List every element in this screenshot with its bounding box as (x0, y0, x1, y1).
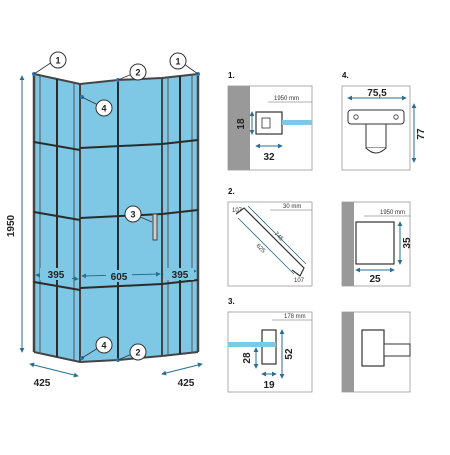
callout-1-right: 1 (169, 52, 199, 75)
svg-text:52: 52 (284, 348, 295, 360)
enclosure-drawing (32, 72, 200, 364)
svg-text:4: 4 (101, 104, 106, 114)
svg-text:3.: 3. (228, 297, 235, 306)
svg-text:4.: 4. (342, 71, 349, 80)
callout-1-left: 1 (33, 51, 67, 75)
svg-text:745: 745 (273, 231, 285, 243)
svg-text:25: 25 (369, 274, 381, 285)
svg-text:1: 1 (175, 57, 180, 67)
callout-2-top: 2 (117, 63, 147, 81)
svg-text:178 mm: 178 mm (284, 314, 306, 320)
svg-text:1950 mm: 1950 mm (274, 96, 299, 102)
svg-text:75,5: 75,5 (367, 88, 387, 99)
front-width-label: 605 (111, 272, 128, 283)
svg-text:625: 625 (255, 243, 267, 255)
svg-text:30 mm: 30 mm (283, 204, 301, 210)
svg-text:107: 107 (294, 278, 305, 284)
svg-text:1: 1 (55, 56, 60, 66)
svg-text:107: 107 (232, 208, 243, 214)
callout-4-top: 4 (81, 96, 113, 117)
svg-text:19: 19 (263, 380, 275, 391)
front-fixed-glass (156, 78, 162, 356)
height-label: 1950 (6, 214, 17, 237)
svg-text:1950 mm: 1950 mm (380, 210, 405, 216)
bottom-right-label: 425 (178, 378, 195, 389)
svg-text:77: 77 (416, 128, 427, 140)
side-left-label: 395 (48, 270, 65, 281)
svg-text:18: 18 (236, 118, 247, 130)
svg-text:35: 35 (402, 237, 413, 249)
detail-panel-6 (341, 311, 411, 393)
detail-panel-5: 1950 mm 35 25 (341, 201, 413, 287)
svg-text:32: 32 (263, 152, 275, 163)
side-right-label: 395 (172, 270, 189, 281)
svg-text:3: 3 (130, 210, 135, 220)
callout-4-bottom: 4 (81, 336, 113, 359)
svg-text:2.: 2. (228, 187, 235, 196)
svg-text:28: 28 (242, 352, 253, 364)
bottom-left-label: 425 (34, 378, 51, 389)
svg-text:2: 2 (135, 68, 140, 78)
detail-panel-4: 4. 75,5 77 (341, 71, 427, 171)
svg-text:4: 4 (101, 341, 106, 351)
detail-panel-3: 3. 178 mm 52 28 19 (227, 297, 313, 393)
svg-text:1.: 1. (228, 71, 235, 80)
callout-3-handle: 3 (124, 205, 153, 223)
detail-panel-1: 1. 1950 mm 18 32 (227, 71, 313, 171)
detail-panel-2: 2. 30 mm 107 745 625 107 (227, 187, 313, 287)
svg-text:2: 2 (135, 348, 140, 358)
callout-2-bottom: 2 (117, 343, 147, 361)
glass-grid-pattern (33, 76, 199, 360)
door-handle (152, 213, 158, 241)
